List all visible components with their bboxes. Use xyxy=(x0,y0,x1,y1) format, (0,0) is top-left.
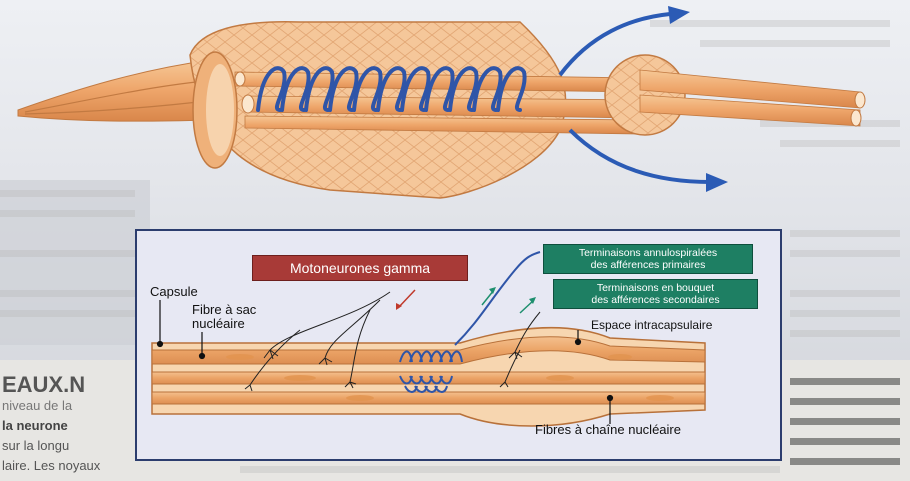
bouquet-label-line2: des afférences secondaires xyxy=(558,294,753,306)
bg-text-fragment: niveau de la xyxy=(2,398,72,413)
afferent-arrow-down xyxy=(570,130,710,182)
bg-text-line xyxy=(240,466,780,473)
fibres-chaine-label: Fibres à chaîne nucléaire xyxy=(535,422,681,437)
bg-text-line xyxy=(790,310,900,317)
bg-text-line xyxy=(0,310,135,317)
capsule-label: Capsule xyxy=(150,284,198,299)
muscle-fibre-shape xyxy=(18,60,210,121)
fibre-sac-label-line1: Fibre à sac xyxy=(192,303,256,317)
bg-text-line xyxy=(790,230,900,237)
bg-text-line xyxy=(790,330,900,337)
bg-text-line xyxy=(790,458,900,465)
bg-text-line xyxy=(790,290,900,297)
bg-text-line xyxy=(790,398,900,405)
bg-text-line xyxy=(790,378,900,385)
bg-text-fragment: laire. Les noyaux xyxy=(2,458,100,473)
bouquet-label-line1: Terminaisons en bouquet xyxy=(558,282,753,294)
muscle-spindle-illustration xyxy=(0,0,910,230)
bg-text-line xyxy=(0,290,135,297)
bouquet-label: Terminaisons en bouquet des afférences s… xyxy=(553,279,758,309)
fibre-sac-label: Fibre à sac nucléaire xyxy=(192,303,256,331)
annulospiral-label-line2: des afférences primaires xyxy=(548,259,748,271)
bg-text-line xyxy=(790,250,900,257)
annulospiral-label: Terminaisons annulospiralées des afféren… xyxy=(543,244,753,274)
bg-text-fragment: la neurone xyxy=(2,418,68,433)
espace-intracapsulaire-label: Espace intracapsulaire xyxy=(591,318,712,332)
bg-text-line xyxy=(0,250,135,257)
bg-text-line xyxy=(790,438,900,445)
bg-heading-fragment: EAUX.N xyxy=(2,372,85,398)
motoneurones-gamma-label: Motoneurones gamma xyxy=(252,255,468,281)
annulospiral-label-line1: Terminaisons annulospiralées xyxy=(548,247,748,259)
bg-text-line xyxy=(790,418,900,425)
fibre-sac-label-line2: nucléaire xyxy=(192,317,256,331)
bg-text-fragment: sur la longu xyxy=(2,438,69,453)
